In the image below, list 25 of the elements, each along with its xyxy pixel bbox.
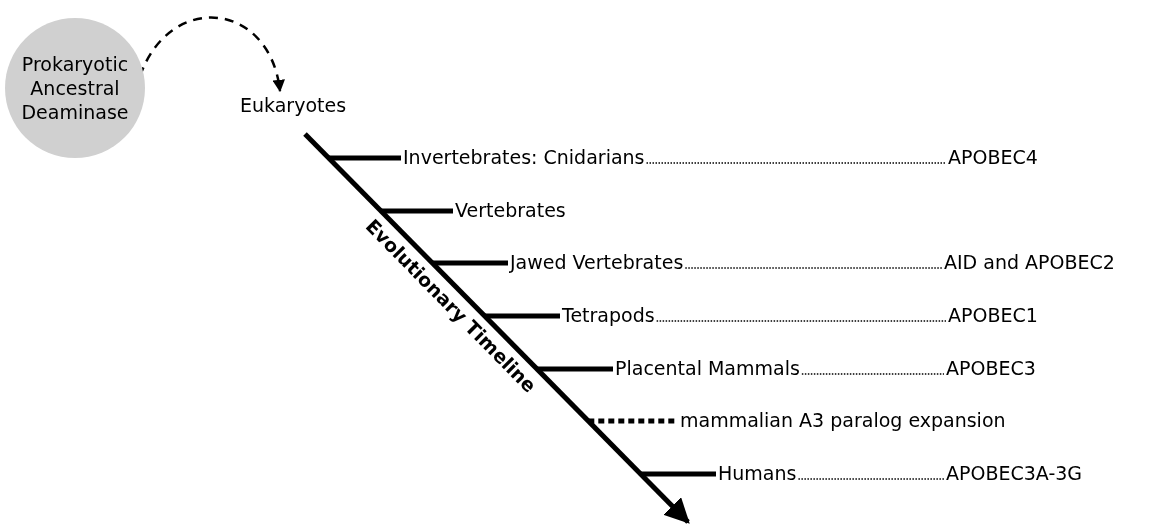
event-label: mammalian A3 paralog expansion [680, 408, 1006, 432]
taxon-label: Vertebrates [455, 198, 566, 222]
tick-line [536, 366, 613, 372]
taxon-label: Placental Mammals [615, 356, 800, 380]
taxon-label: Invertebrates: Cnidarians [403, 145, 645, 169]
tick-line [328, 155, 401, 161]
ancestor-circle: Prokaryotic Ancestral Deaminase [5, 18, 145, 158]
leader-line [684, 267, 943, 269]
leader-line [645, 162, 947, 164]
leader-line [801, 373, 945, 375]
taxon-label: Eukaryotes [240, 93, 347, 117]
tick-line [640, 471, 716, 477]
leader-line [655, 320, 947, 322]
gene-label: AID and APOBEC2 [944, 250, 1115, 274]
tick-line [432, 260, 508, 266]
gene-label: APOBEC4 [948, 145, 1038, 169]
taxon-label: Tetrapods [562, 303, 655, 327]
leader-line [797, 478, 945, 480]
taxon-label: Humans [718, 461, 797, 485]
tick-line [484, 313, 560, 319]
gene-label: APOBEC3A-3G [946, 461, 1083, 485]
taxon-label: Jawed Vertebrates [510, 250, 684, 274]
gene-label: APOBEC1 [948, 303, 1038, 327]
tick-line [381, 208, 453, 214]
gene-label: APOBEC3 [946, 356, 1036, 380]
